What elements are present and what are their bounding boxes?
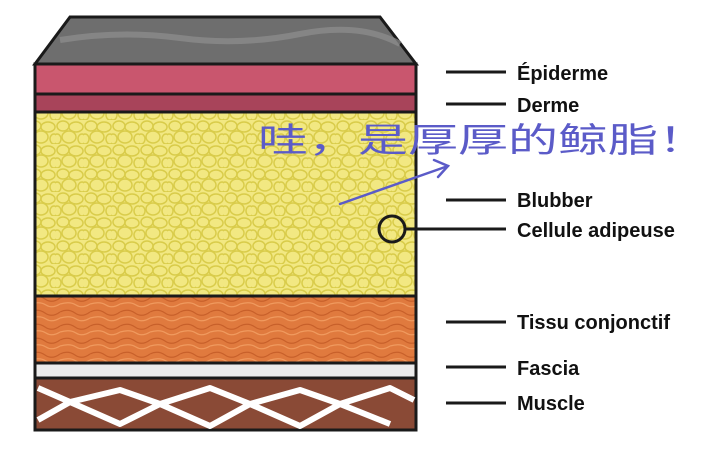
connective-tissue-layer xyxy=(33,294,418,365)
label-blubber: Blubber xyxy=(517,190,593,212)
muscle-fibers xyxy=(36,385,416,429)
leader-lines xyxy=(405,70,506,405)
label-fascia: Fascia xyxy=(517,358,580,380)
epidermis-layer xyxy=(33,62,418,96)
label-connective-tissue: Tissu conjonctif xyxy=(517,312,670,334)
muscle-layer xyxy=(33,376,418,432)
label-muscle: Muscle xyxy=(517,393,585,415)
blubber-layer xyxy=(33,110,418,298)
label-dermis: Derme xyxy=(517,95,579,117)
handwritten-annotation: 哇，是厚厚的鲸脂！ xyxy=(258,121,708,161)
label-epidermis: Épiderme xyxy=(517,62,608,85)
dermis-layer xyxy=(33,92,418,114)
label-fat-cell: Cellule adipeuse xyxy=(517,220,675,242)
arrow-icon xyxy=(338,158,451,206)
fascia-layer xyxy=(33,361,418,380)
